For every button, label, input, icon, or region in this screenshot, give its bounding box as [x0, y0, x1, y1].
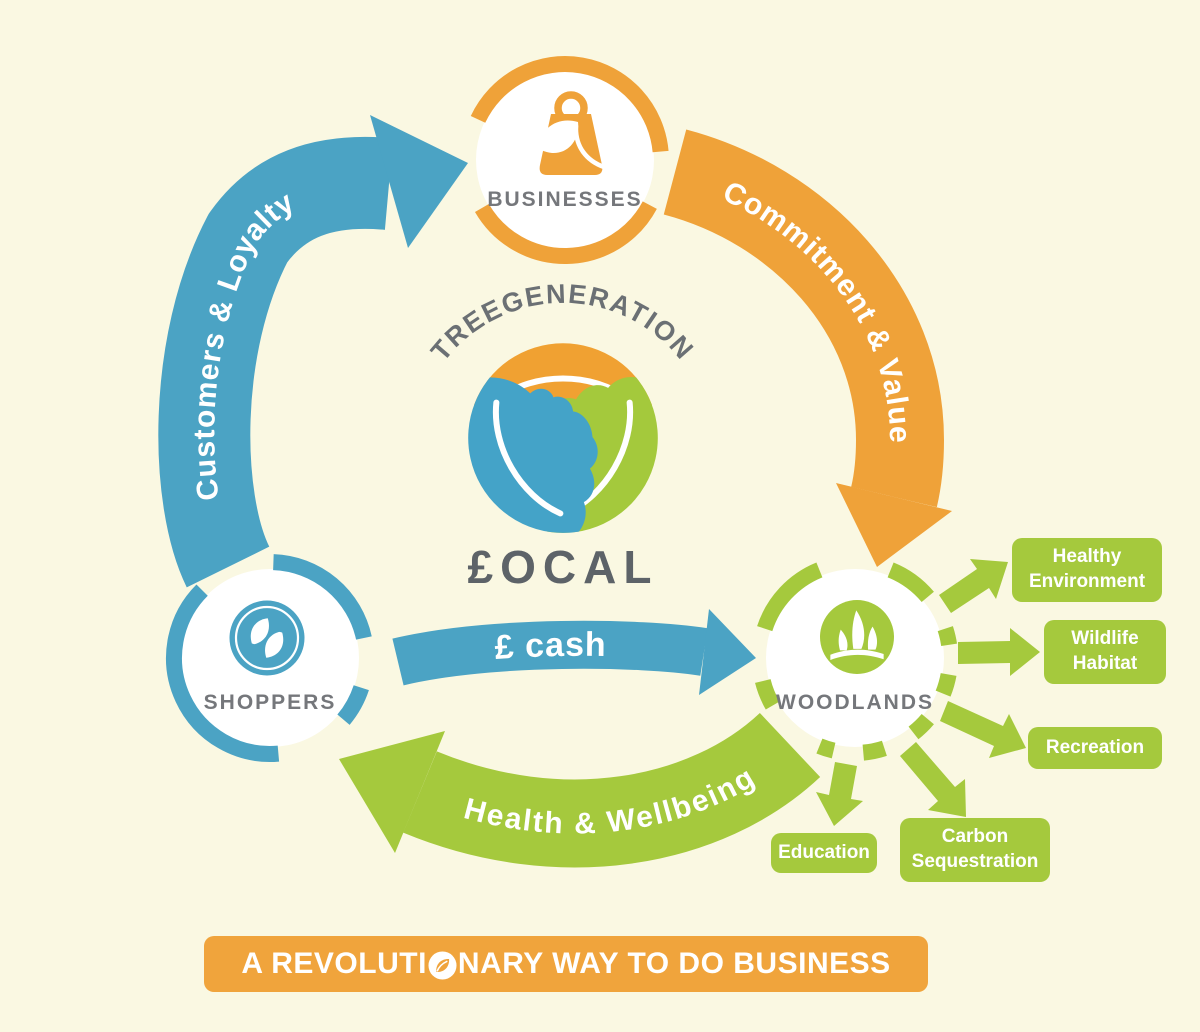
healthy-environment-arrow — [939, 559, 1008, 613]
businesses-label: BUSINESSES — [487, 188, 643, 211]
swirl-leaf-blue — [468, 377, 598, 533]
commitment-value-arrow — [675, 172, 952, 567]
shopping-bag-icon — [538, 91, 607, 175]
banner-text-prefix: A REVOLUTI — [241, 947, 427, 980]
benefit-label: Carbon Sequestration — [911, 826, 1039, 872]
education-arrow — [816, 762, 863, 826]
recreation-arrow — [940, 701, 1026, 758]
woodlands-label: WOODLANDS — [776, 691, 934, 714]
carbon-sequestration-arrow — [900, 742, 966, 817]
banner: A REVOLUTI NARY WAY TO DO BUSINESS — [204, 936, 928, 992]
benefit-label: Wildlife Habitat — [1071, 628, 1139, 674]
benefit-education: Education — [771, 833, 877, 873]
logo-wordmark: £OCAL — [467, 541, 659, 593]
benefit-carbon-sequestration: Carbon Sequestration — [900, 818, 1050, 882]
benefit-label: Education — [778, 841, 870, 863]
businesses-ring — [470, 56, 669, 264]
benefit-label: Healthy Environment — [1028, 546, 1146, 592]
benefit-recreation: Recreation — [1028, 727, 1162, 769]
leaf-o-icon — [428, 950, 457, 980]
customers-loyalty-arrow — [204, 115, 468, 567]
shoppers-label: SHOPPERS — [203, 691, 337, 714]
woodlands-trees-icon — [820, 600, 894, 674]
health-wellbeing-arrow — [339, 731, 790, 853]
benefit-label: Recreation — [1045, 736, 1145, 758]
shoppers-ring — [166, 554, 372, 762]
banner-text-suffix: NARY WAY TO DO BUSINESS — [457, 947, 891, 980]
commitment-value-arrowhead — [836, 483, 952, 567]
benefit-wildlife-habitat: Wildlife Habitat — [1044, 620, 1166, 684]
woodlands-ring — [755, 562, 958, 761]
benefit-healthy-environment: Healthy Environment — [1012, 538, 1162, 602]
shoppers-leaves-icon — [229, 600, 305, 676]
health-wellbeing-arrowhead — [339, 731, 445, 853]
wildlife-habitat-arrow — [958, 628, 1040, 676]
benefit-arrows — [816, 559, 1040, 826]
cash-arrowhead — [699, 609, 756, 695]
cash-label: £ cash — [493, 626, 607, 667]
cash-arrow — [398, 609, 756, 695]
customers-loyalty-arrowhead — [370, 115, 468, 248]
treegeneration-swirl-logo — [468, 343, 658, 533]
